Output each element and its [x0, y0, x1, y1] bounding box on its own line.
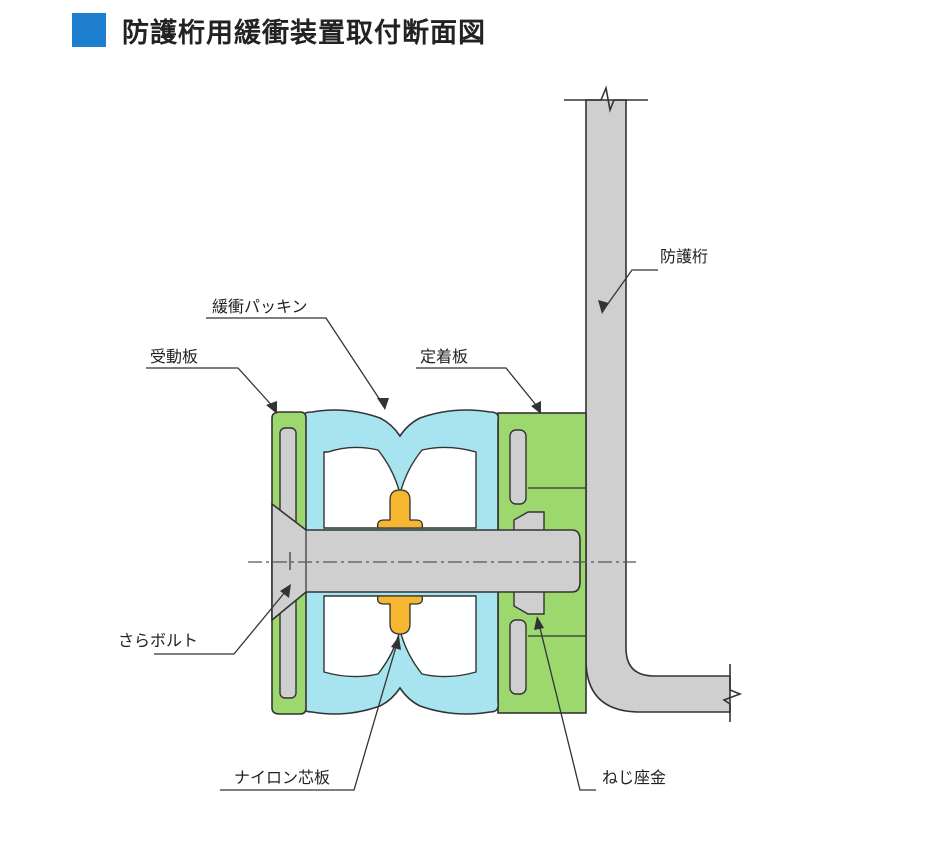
- nylon-core-plate: [376, 489, 424, 635]
- leader-lines: [146, 269, 658, 791]
- page-title: 防護桁用緩衝装置取付断面図: [122, 17, 486, 49]
- label-guard-girder: 防護桁: [660, 247, 708, 266]
- label-receiving-plate: 受動板: [150, 347, 198, 366]
- label-flat-bolt: さらボルト: [118, 631, 198, 650]
- label-nylon-core: ナイロン芯板: [234, 768, 330, 787]
- title-bar: 防護桁用緩衝装置取付断面図: [72, 10, 486, 50]
- label-fixing-plate: 定着板: [420, 347, 468, 366]
- leader-arrowheads: [266, 300, 609, 650]
- title-marker: [72, 13, 106, 47]
- label-washer: ねじ座金: [602, 768, 666, 787]
- label-cushion-packing: 緩衝パッキン: [212, 297, 308, 316]
- guard-girder: [564, 85, 743, 722]
